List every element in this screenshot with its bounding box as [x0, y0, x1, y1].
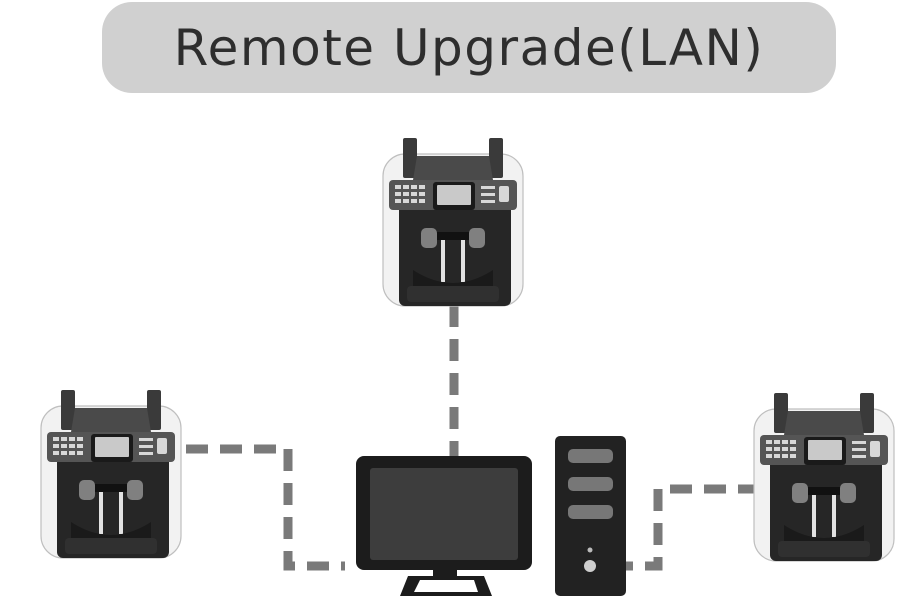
page-title: Remote Upgrade(LAN) [173, 18, 765, 77]
lan-connections [186, 305, 760, 571]
title-banner: Remote Upgrade(LAN) [102, 2, 836, 93]
banknote-counter-top-icon [382, 137, 524, 307]
monitor-icon [356, 456, 532, 596]
connection-right [620, 484, 760, 571]
banknote-counter-left-icon [40, 389, 182, 559]
banknote-counter-right-icon [753, 392, 895, 562]
connection-left [186, 444, 345, 571]
pc-tower-icon [555, 436, 626, 596]
